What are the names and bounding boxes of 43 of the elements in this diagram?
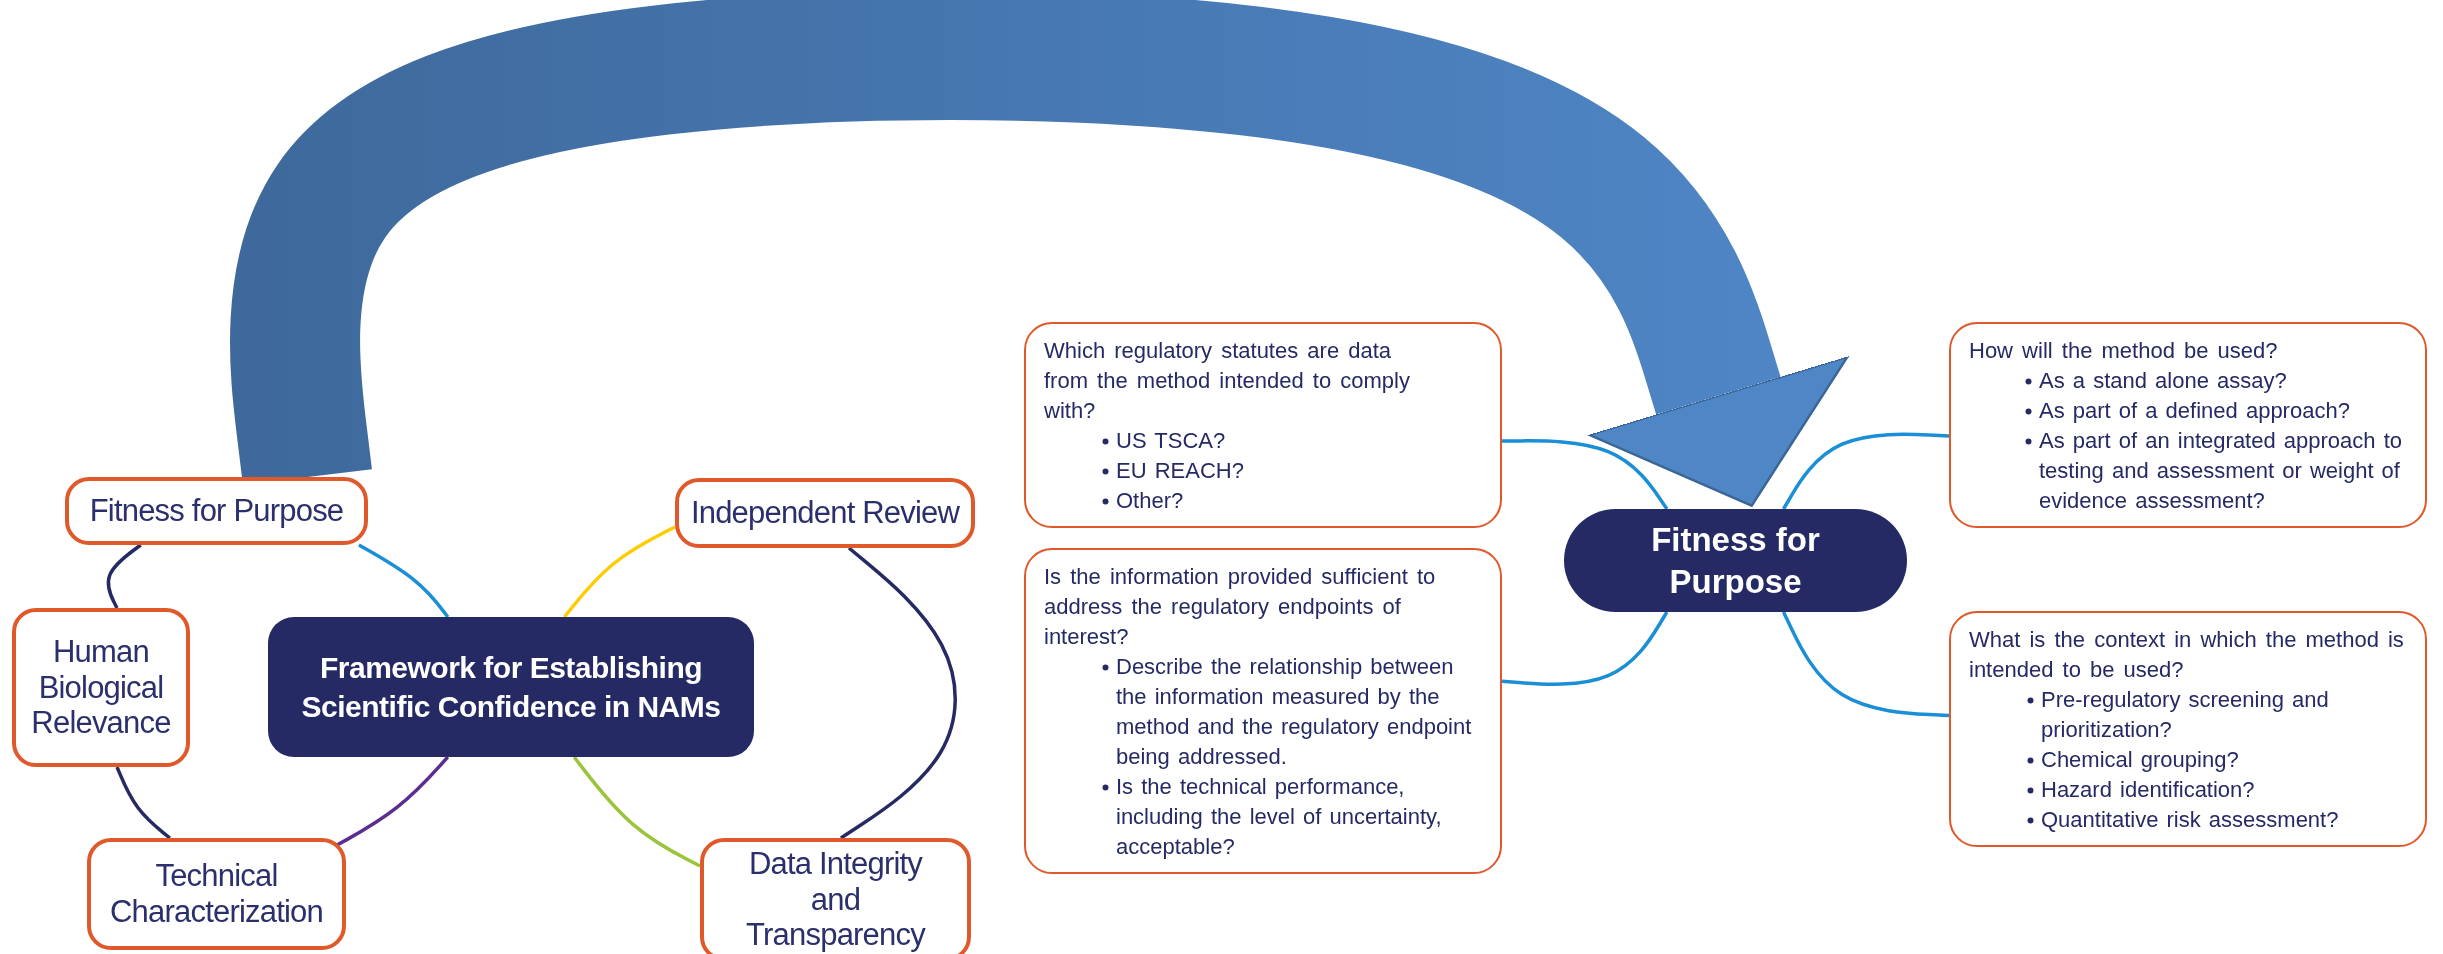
bullet-text: As a stand alone assay? xyxy=(2039,368,2287,393)
bullet-text: As part of an integrated approach to testing and assessment or weight of evidence assessment? xyxy=(2039,428,2402,513)
question-text: How will the method be used? xyxy=(1969,337,2279,365)
topic-box xyxy=(87,838,346,950)
connector-line xyxy=(1782,432,1950,510)
bullet-text: Hazard identification? xyxy=(2041,777,2255,802)
bullet-text: US TSCA? xyxy=(1116,428,1226,453)
bullet-text: Quantitative risk assessment? xyxy=(2041,807,2339,832)
bullet-text: As part of a defined approach? xyxy=(2039,398,2350,423)
question-card xyxy=(1024,548,1502,874)
topic-label: Fitness for Purpose xyxy=(89,493,344,529)
connector-line xyxy=(1781,611,1950,718)
bullet-text: EU REACH? xyxy=(1116,458,1244,483)
question-text: What is the context in which the method is intended to be used? xyxy=(1969,626,2405,684)
bullet-text: Other? xyxy=(1116,488,1184,513)
framework-box xyxy=(268,617,754,757)
topic-label: Human Biological Relevance xyxy=(30,634,172,741)
bullet-text: Chemical grouping? xyxy=(2041,747,2239,772)
connector-line xyxy=(106,543,142,609)
topic-box xyxy=(65,477,368,545)
connector-line xyxy=(572,755,701,868)
topic-label: Data Integrity and Transparency xyxy=(745,846,927,953)
connector-line xyxy=(358,543,450,619)
topic-box xyxy=(700,838,971,954)
question-text: Is the information provided sufficient to address the regulatory endpoints of interest? xyxy=(1044,563,1437,651)
connector-line xyxy=(1501,611,1669,686)
connector-line xyxy=(115,766,171,840)
bullet-text: Describe the relationship between the information measured by the method and the regulatory endpoint being addressed. xyxy=(1116,654,1472,769)
connector-line xyxy=(1502,439,1669,510)
framework-title: Framework for Establishing Scientific Confidence in NAMs xyxy=(300,650,722,725)
question-card xyxy=(1949,322,2427,528)
topic-label: Independent Review xyxy=(690,495,960,531)
question-card xyxy=(1024,322,1502,528)
connector-line xyxy=(839,546,957,840)
question-card xyxy=(1949,611,2427,847)
connector-line xyxy=(563,525,676,619)
topic-box xyxy=(675,478,975,548)
topic-box xyxy=(12,608,190,767)
bullet-text: Pre-regulatory screening and prioritization? xyxy=(2041,687,2329,742)
bullet-text: Is the technical performance, including the level of uncertainty, acceptable? xyxy=(1116,774,1442,859)
topic-title: Fitness for Purpose xyxy=(1650,520,1821,602)
question-text: Which regulatory statutes are data from the method intended to comply with? xyxy=(1044,337,1411,425)
topic-label: Technical Characterization xyxy=(109,858,324,930)
